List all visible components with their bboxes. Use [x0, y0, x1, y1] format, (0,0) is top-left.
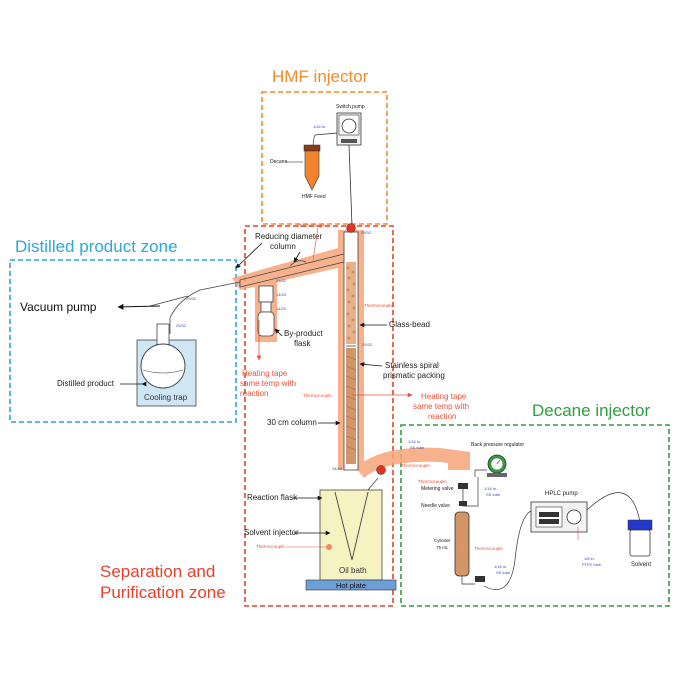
spiral-pointer [359, 362, 383, 367]
separation-zone-box [244, 225, 394, 607]
lower-red-cap [376, 465, 386, 475]
thermocouple-bath: Thermocouple [256, 544, 285, 549]
solvent-bottle [627, 519, 653, 557]
spiral-label-1: Stainless spiral [385, 361, 439, 370]
hmf-zone-box [261, 91, 388, 225]
hmf-feed-label: HMF Feed [302, 194, 326, 200]
thermo-top-line [312, 227, 319, 261]
joint-label-5: 14/20 [276, 292, 287, 297]
heating-tape-left-1: Heating tape [242, 369, 288, 378]
byproduct-label-1: By-product [284, 329, 323, 338]
joint-label-6: 14/20 [276, 306, 287, 311]
separation-zone-title-1: Separation and [100, 562, 215, 581]
hmf-tube-label: 1/16 in. [313, 124, 326, 129]
bpr-label: Back pressure regulator [471, 442, 524, 448]
joint-label-1: 29/32 [361, 230, 372, 235]
tube-label-1: 1/16 in. [408, 439, 421, 444]
vacuum-adapter [149, 281, 241, 334]
tube-label-3: 1/16 in. [484, 486, 497, 491]
vacuum-pump-label: Vacuum pump [20, 300, 97, 314]
spiral-packing [345, 355, 357, 451]
reducing-diameter-label-1: Reducing diameter [255, 232, 322, 241]
reducing-diameter-column [239, 253, 345, 288]
cylinder-label-2: 75 mL [436, 545, 449, 550]
reaction-flask-label: Reaction flask [247, 493, 298, 502]
thermocouple-low: Thermocouple [303, 393, 332, 398]
joint-label-3: 29/32 [176, 323, 187, 328]
cylinder-label-1: Cylinder [434, 538, 451, 543]
drain-valve [461, 576, 485, 585]
solvent-line [586, 492, 641, 523]
cylinder-line [462, 477, 479, 507]
reducing-diameter-label-2: column [270, 242, 296, 251]
heating-tape-left-3: reaction [240, 389, 268, 398]
cooling-trap [136, 323, 197, 407]
hplc-pump-label: HPLC pump [545, 491, 578, 497]
byproduct-pointer [274, 328, 283, 337]
separation-zone-title-2: Purification zone [100, 583, 226, 602]
heating-tape-right-3: reaction [428, 412, 456, 421]
bpr-line [474, 469, 487, 477]
joint-label-2: 29/32 [186, 296, 197, 301]
byproduct-flask [257, 285, 275, 337]
hplc-pump [530, 501, 588, 533]
switch-pump-label: Switch pump [336, 104, 365, 110]
column-30cm-label: 30 cm column [267, 418, 317, 427]
needle-valve [458, 483, 468, 506]
solvent-label: Solvent [631, 562, 651, 568]
decane-zone-title: Decane injector [532, 401, 650, 420]
hmf-zone-title: HMF injector [272, 67, 369, 86]
cylinder-75ml [454, 511, 470, 577]
joint-label-8: 24/40 [332, 466, 343, 471]
heating-tape-right-2: same temp with [413, 402, 469, 411]
distilled-zone-title: Distilled product zone [15, 237, 178, 256]
byproduct-label-2: flask [294, 339, 311, 348]
bath-thermocouple-dot [326, 544, 332, 550]
thermocouple-top: Thermocouple [297, 223, 326, 228]
hplc-to-cylinder-line [483, 509, 536, 590]
needle-valve-label: Needle valve [421, 503, 450, 509]
hmf-down-line [348, 144, 353, 227]
back-pressure-regulator [487, 454, 507, 477]
reducing-diameter-pointer-1 [235, 242, 263, 269]
hmf-feed-vial [303, 144, 321, 191]
tube-label-7: 1/8 in. [584, 556, 595, 561]
thermocouple-decane-3: Thermocouple [401, 463, 430, 468]
reaction-flask [334, 491, 369, 561]
hot-plate [305, 579, 397, 591]
joint-label-7: 29/32 [362, 342, 373, 347]
glass-bead-label: Glass-bead [389, 320, 430, 329]
vacuum-arrow [117, 303, 161, 310]
reducing-diameter-pointer-2 [293, 251, 301, 263]
tube-label-4: SS tube [486, 492, 501, 497]
tube-label-2: SS tube [410, 445, 425, 450]
decane-vial-label: Decane [270, 159, 287, 165]
hot-plate-label: Hot plate [336, 581, 366, 590]
solvent-injector-label: Solvent injector [244, 528, 299, 537]
spiral-label-2: prismatic packing [383, 371, 445, 380]
distilled-product-label: Distilled product [57, 379, 115, 388]
cooling-trap-label: Cooling trap [144, 393, 188, 402]
distillation-column [343, 231, 359, 471]
switch-pump [336, 112, 362, 146]
distilled-zone-box [9, 259, 237, 423]
oil-bath-label: Oil bath [339, 566, 367, 575]
tube-label-6: SS tube [496, 570, 511, 575]
joint-label-4: 29/32 [276, 278, 287, 283]
tube-label-8: PTFE tube [582, 562, 602, 567]
heating-tape-left-2: same temp with [240, 379, 296, 388]
top-red-cap [346, 223, 356, 233]
glass-bead-packing [346, 266, 356, 340]
metering-valve-label: Metering valve [421, 486, 454, 492]
thermocouple-mid: Thermocouple [364, 303, 393, 308]
tube-label-5: 1/16 in. [494, 564, 507, 569]
solvent-injector-tube [367, 477, 379, 491]
thermocouple-decane-1: Thermocouple [418, 479, 447, 484]
heating-tape-right-1: Heating tape [421, 392, 467, 401]
thermocouple-decane-2: Thermocouple [474, 546, 503, 551]
